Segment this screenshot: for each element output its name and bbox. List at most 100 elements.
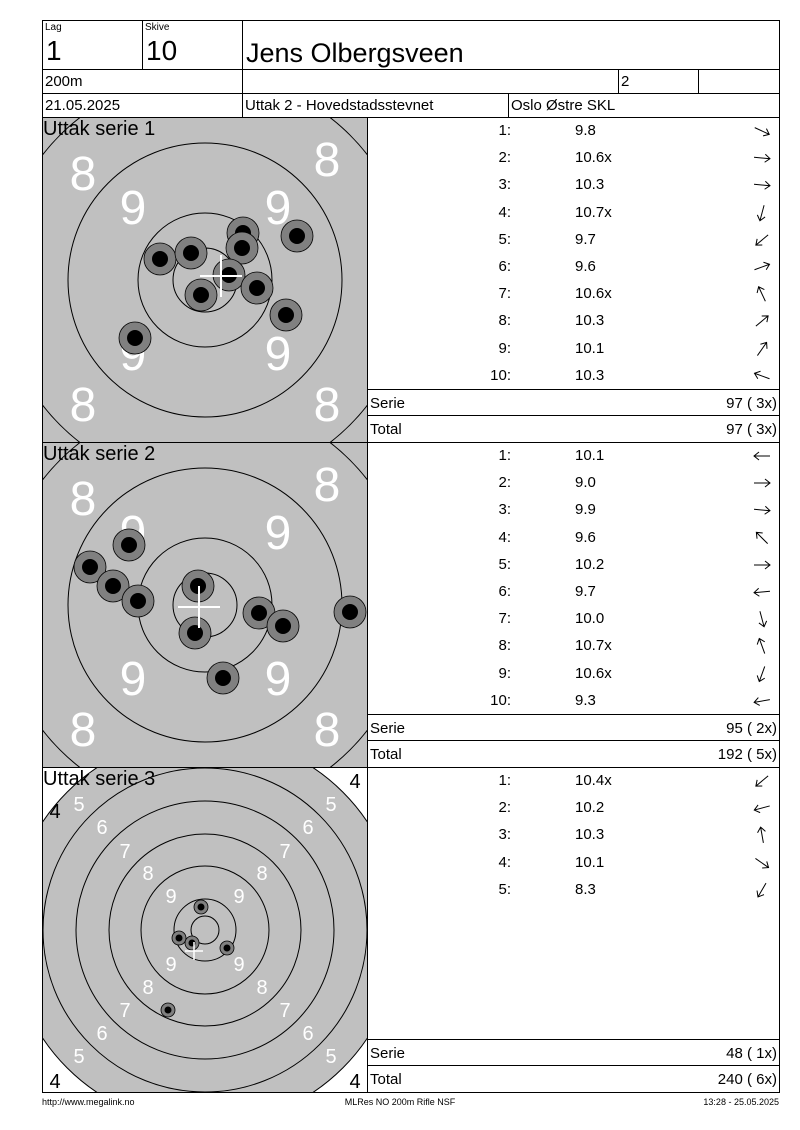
shot-direction-arrow-icon [755,775,769,787]
shot-row: 7:10.0 [368,606,779,633]
total-label: Total [370,1071,402,1088]
shot-row: 10:9.3 [368,688,779,715]
footer-software: MLRes NO 200m Rifle NSF [344,1097,456,1107]
shot-row: 3:10.3 [368,822,779,849]
shot-score: 9.7 [575,230,596,248]
event-name: Uttak 2 - Hovedstadsstevnet [245,97,434,114]
shot-direction-arrow-icon [753,506,771,516]
target-ring [137,212,273,348]
shot-hole [121,584,155,618]
ring-number: 8 [256,863,267,885]
shot-score: 10.4x [575,772,612,789]
class-cell: 2 [618,69,699,94]
shot-hole [240,271,274,305]
series-title: Uttak serie 2 [43,443,156,465]
shot-score: 10.3 [575,176,605,194]
shot-score: 10.2 [575,555,605,573]
lag-cell: Lag 1 [42,20,143,70]
class-value: 2 [621,73,630,90]
ring-number: 5 [325,1046,336,1068]
shot-number: 9: [498,339,511,357]
shot-row: 8:10.7x [368,633,779,660]
shot-direction-arrow-icon [756,204,766,222]
shot-direction-arrow-icon [753,587,771,597]
shot-score: 9.0 [575,474,596,492]
shot-row: 8:10.3 [368,308,779,335]
ring-number: 7 [279,1000,290,1022]
target-ring [190,915,220,945]
shot-direction-arrow-icon [753,697,770,706]
shot-number: 1: [498,447,511,464]
shot-hole [118,321,152,355]
ring-number: 9 [165,954,176,976]
shot-row: 3:9.9 [368,497,779,524]
shot-number: 6: [498,583,511,600]
shot-number: 4: [498,528,511,546]
shot-number: 1: [498,122,511,139]
target-ring [140,865,270,995]
serie-label: Serie [370,395,406,412]
shot-score: 10.7x [575,637,612,655]
group-center-cross [178,586,220,628]
total-value: 97 ( 3x) [726,421,777,438]
ring-number: 7 [119,1000,130,1022]
ring-number: 6 [302,817,313,839]
shot-number: 5: [498,880,511,898]
shot-direction-arrow-icon [753,181,771,191]
shot-row: 2: 9.0 [368,470,779,497]
ring-number: 9 [233,954,244,976]
footer-url[interactable]: http://www.megalink.no [42,1097,135,1107]
series-title: Uttak serie 3 [43,768,156,790]
shot-row: 2:10.6x [368,145,779,172]
shot-direction-arrow-icon [754,560,771,570]
club-name: Oslo Østre SKL [511,97,616,114]
shot-score: 10.2 [575,799,605,817]
ring-number-8: 8 [70,148,97,201]
shot-row: 4:9.6 [368,525,779,552]
club-cell: Oslo Østre SKL [508,93,780,118]
shot-hole [143,242,177,276]
shot-score: 10.6x [575,149,612,167]
distance: 200m [45,73,83,90]
empty-cell [242,69,619,94]
shot-hole [112,528,146,562]
shot-number: 2: [498,474,511,492]
ring-number-8: 8 [70,473,97,526]
shot-row: 1:10.4x [368,768,779,795]
shot-row: 10:10.3 [368,363,779,390]
shot-number: 10: [490,366,511,384]
shot-score: 10.1 [575,853,605,871]
shot-score: 10.1 [575,339,605,357]
distance-cell: 200m [42,69,243,94]
shot-hole [184,935,200,951]
target-ring [173,898,237,962]
ring-number: 6 [302,1023,313,1045]
serie-value: 48 ( 1x) [726,1045,777,1062]
shot-number: 10: [490,691,511,709]
skive-value: 10 [146,35,178,66]
shot-direction-arrow-icon [755,315,769,327]
total-label: Total [370,746,402,763]
shot-direction-arrow-icon [757,341,768,356]
shot-score: 10.6x [575,664,612,682]
shot-number: 3: [498,176,511,194]
shot-hole [171,930,187,946]
target-ring [108,833,302,1027]
shot-score: 10.1 [575,447,605,464]
shot-hole [160,1002,176,1018]
shot-hole [73,550,107,584]
total-value: 192 ( 5x) [717,746,777,763]
ring-number-9: 9 [120,182,147,235]
shot-number: 7: [498,610,511,628]
group-center-cross [200,255,242,297]
ring-number: 8 [256,977,267,999]
serie-label: Serie [370,1045,406,1062]
target-ring [67,142,343,418]
